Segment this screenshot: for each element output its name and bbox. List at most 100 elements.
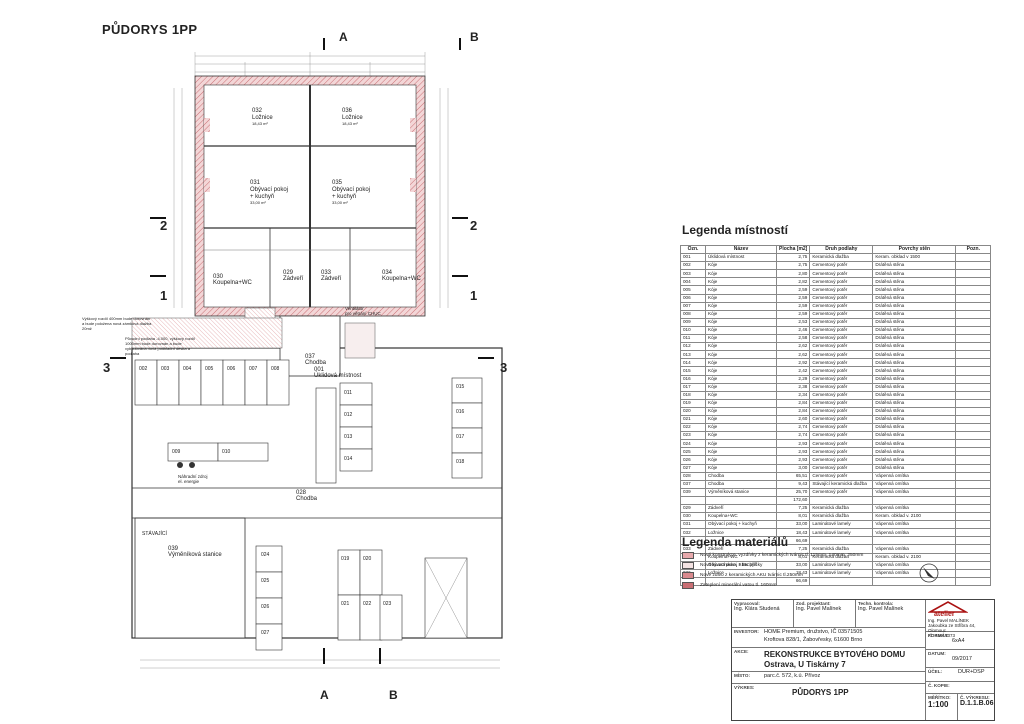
legend-cell (809, 536, 874, 546)
legend-cell: Kóje (705, 398, 777, 408)
legend-cell: Cementový potěr (809, 309, 874, 319)
material-legend-item: Nová konstrukce, SDK příčky (682, 560, 863, 570)
svg-text:33,00 m²: 33,00 m² (250, 200, 266, 205)
tb-prepared: Vypracoval:Ing. Klára Studená (732, 600, 794, 628)
legend-cell: Kóje (705, 455, 777, 465)
legend-cell: Drátěná stěna (872, 463, 957, 473)
legend-cell (955, 479, 992, 489)
legend-cell: Drátěná stěna (872, 285, 957, 295)
legend-cell (955, 576, 992, 586)
svg-text:034: 034 (382, 270, 393, 276)
svg-text:018: 018 (456, 459, 465, 465)
legend-cell: 024 (680, 439, 706, 449)
legend-cell: Cementový potěr (809, 350, 874, 360)
legend-cell: Kóje (705, 334, 777, 344)
legend-cell: Výměníková stanice (705, 487, 777, 497)
legend-cell (955, 309, 992, 319)
legend-cell: Vápenná omítka (872, 487, 957, 497)
legend-cell: Drátěná stěna (872, 374, 957, 384)
legend-cell: Drátěná stěna (872, 366, 957, 376)
legend-cell (680, 495, 706, 506)
legend-cell: 017 (680, 382, 706, 392)
legend-cell: Drátěná stěna (872, 455, 957, 465)
legend-cell: Drátěná stěna (872, 447, 957, 457)
legend-cell: Laminátové lamely (809, 520, 874, 530)
legend-cell: Cementový potěr (809, 414, 874, 425)
legend-cell: 2,58 (775, 334, 811, 344)
legend-cell: 65,51 (775, 471, 811, 481)
legend-cell: Koupelna+WC (705, 512, 777, 522)
svg-text:Náhradní zdroj: Náhradní zdroj (178, 474, 208, 479)
material-legend-title: Legenda materiálů (682, 535, 789, 549)
legend-cell: Cementový potěr (809, 269, 874, 279)
legend-cell: 016 (680, 374, 706, 384)
legend-cell: Kóje (705, 301, 777, 311)
legend-cell: Cementový potěr (809, 439, 874, 449)
section-1-left: 1 (160, 288, 168, 303)
legend-cell: Keramická dlažba (809, 253, 874, 263)
svg-text:Zádveří: Zádveří (283, 276, 304, 282)
svg-text:024: 024 (261, 552, 270, 558)
legend-cell: Cementový potěr (809, 334, 874, 344)
legend-cell: 2,93 (775, 439, 811, 449)
tb-place: MÍSTO: parc.č. 572, k.ú. Přívoz (732, 672, 926, 684)
legend-cell: 2,75 (775, 253, 811, 263)
svg-text:019: 019 (341, 556, 350, 562)
legend-header-cell: Název (705, 244, 777, 255)
legend-cell: 028 (680, 471, 706, 481)
svg-text:037: 037 (305, 354, 316, 360)
legend-cell: Keram. obklad v. 2100 (872, 552, 957, 562)
svg-text:Koupelna+WC: Koupelna+WC (382, 276, 422, 282)
tb-lead: Zod. projektant:Ing. Pavel Malínek (794, 600, 856, 628)
legend-cell: 2,53 (775, 317, 811, 327)
legend-cell: Chodba (705, 471, 777, 481)
legend-cell: Kóje (705, 261, 777, 271)
tb-drawing: VÝKRES: PŮDORYS 1PP (732, 684, 926, 720)
dimension-lines-top (140, 52, 500, 669)
legend-cell: 3,00 (775, 463, 811, 473)
svg-text:007: 007 (249, 366, 258, 372)
svg-text:016: 016 (456, 409, 465, 415)
legend-cell: 2,84 (775, 398, 811, 408)
legend-header-cell: Druh podlahy (809, 244, 874, 255)
tb-purpose: ÚČEL:DUR+DSP (926, 668, 994, 682)
svg-text:009: 009 (172, 449, 181, 455)
legend-cell: 2,84 (775, 406, 811, 416)
material-legend-item: Nové zdivo z keramických AKU tvárnic tl.… (682, 570, 863, 580)
legend-cell (955, 317, 992, 327)
svg-text:el. energie: el. energie (178, 479, 200, 484)
legend-cell: Cementový potěr (809, 471, 874, 481)
legend-cell: Drátěná stěna (872, 350, 957, 360)
section-2-right: 2 (470, 218, 478, 233)
legend-cell: Kóje (705, 342, 777, 352)
legend-cell: 027 (680, 463, 706, 473)
section-2-left: 2 (160, 218, 168, 233)
legend-cell: Kóje (705, 414, 777, 425)
svg-text:Koupelna+WC: Koupelna+WC (213, 280, 253, 286)
svg-text:Chodba: Chodba (296, 496, 318, 502)
svg-text:18,43 m²: 18,43 m² (252, 121, 268, 126)
legend-cell: Kóje (705, 269, 777, 279)
legend-header-cell: Plocha [m2] (775, 244, 811, 255)
legend-cell (955, 398, 992, 408)
legend-cell: 2,60 (775, 414, 811, 425)
note-level-difference: Výškový rozdíl 400mm bude dorovnán a bud… (82, 316, 152, 331)
legend-header-cell: Pozn. (955, 244, 992, 255)
legend-cell (955, 277, 992, 287)
legend-cell: 2,34 (775, 390, 811, 400)
legend-cell (955, 414, 992, 425)
legend-cell (955, 455, 992, 465)
legend-cell: 2,59 (775, 285, 811, 295)
legend-cell: Drátěná stěna (872, 317, 957, 327)
legend-cell: 006 (680, 293, 706, 303)
material-label: Nová konstrukce, SDK příčky (700, 562, 763, 568)
legend-cell: Vápenná omítka (872, 560, 957, 570)
legend-cell: Drátěná stěna (872, 423, 957, 433)
legend-cell (955, 334, 992, 344)
svg-text:Obývací pokoj: Obývací pokoj (332, 187, 370, 193)
